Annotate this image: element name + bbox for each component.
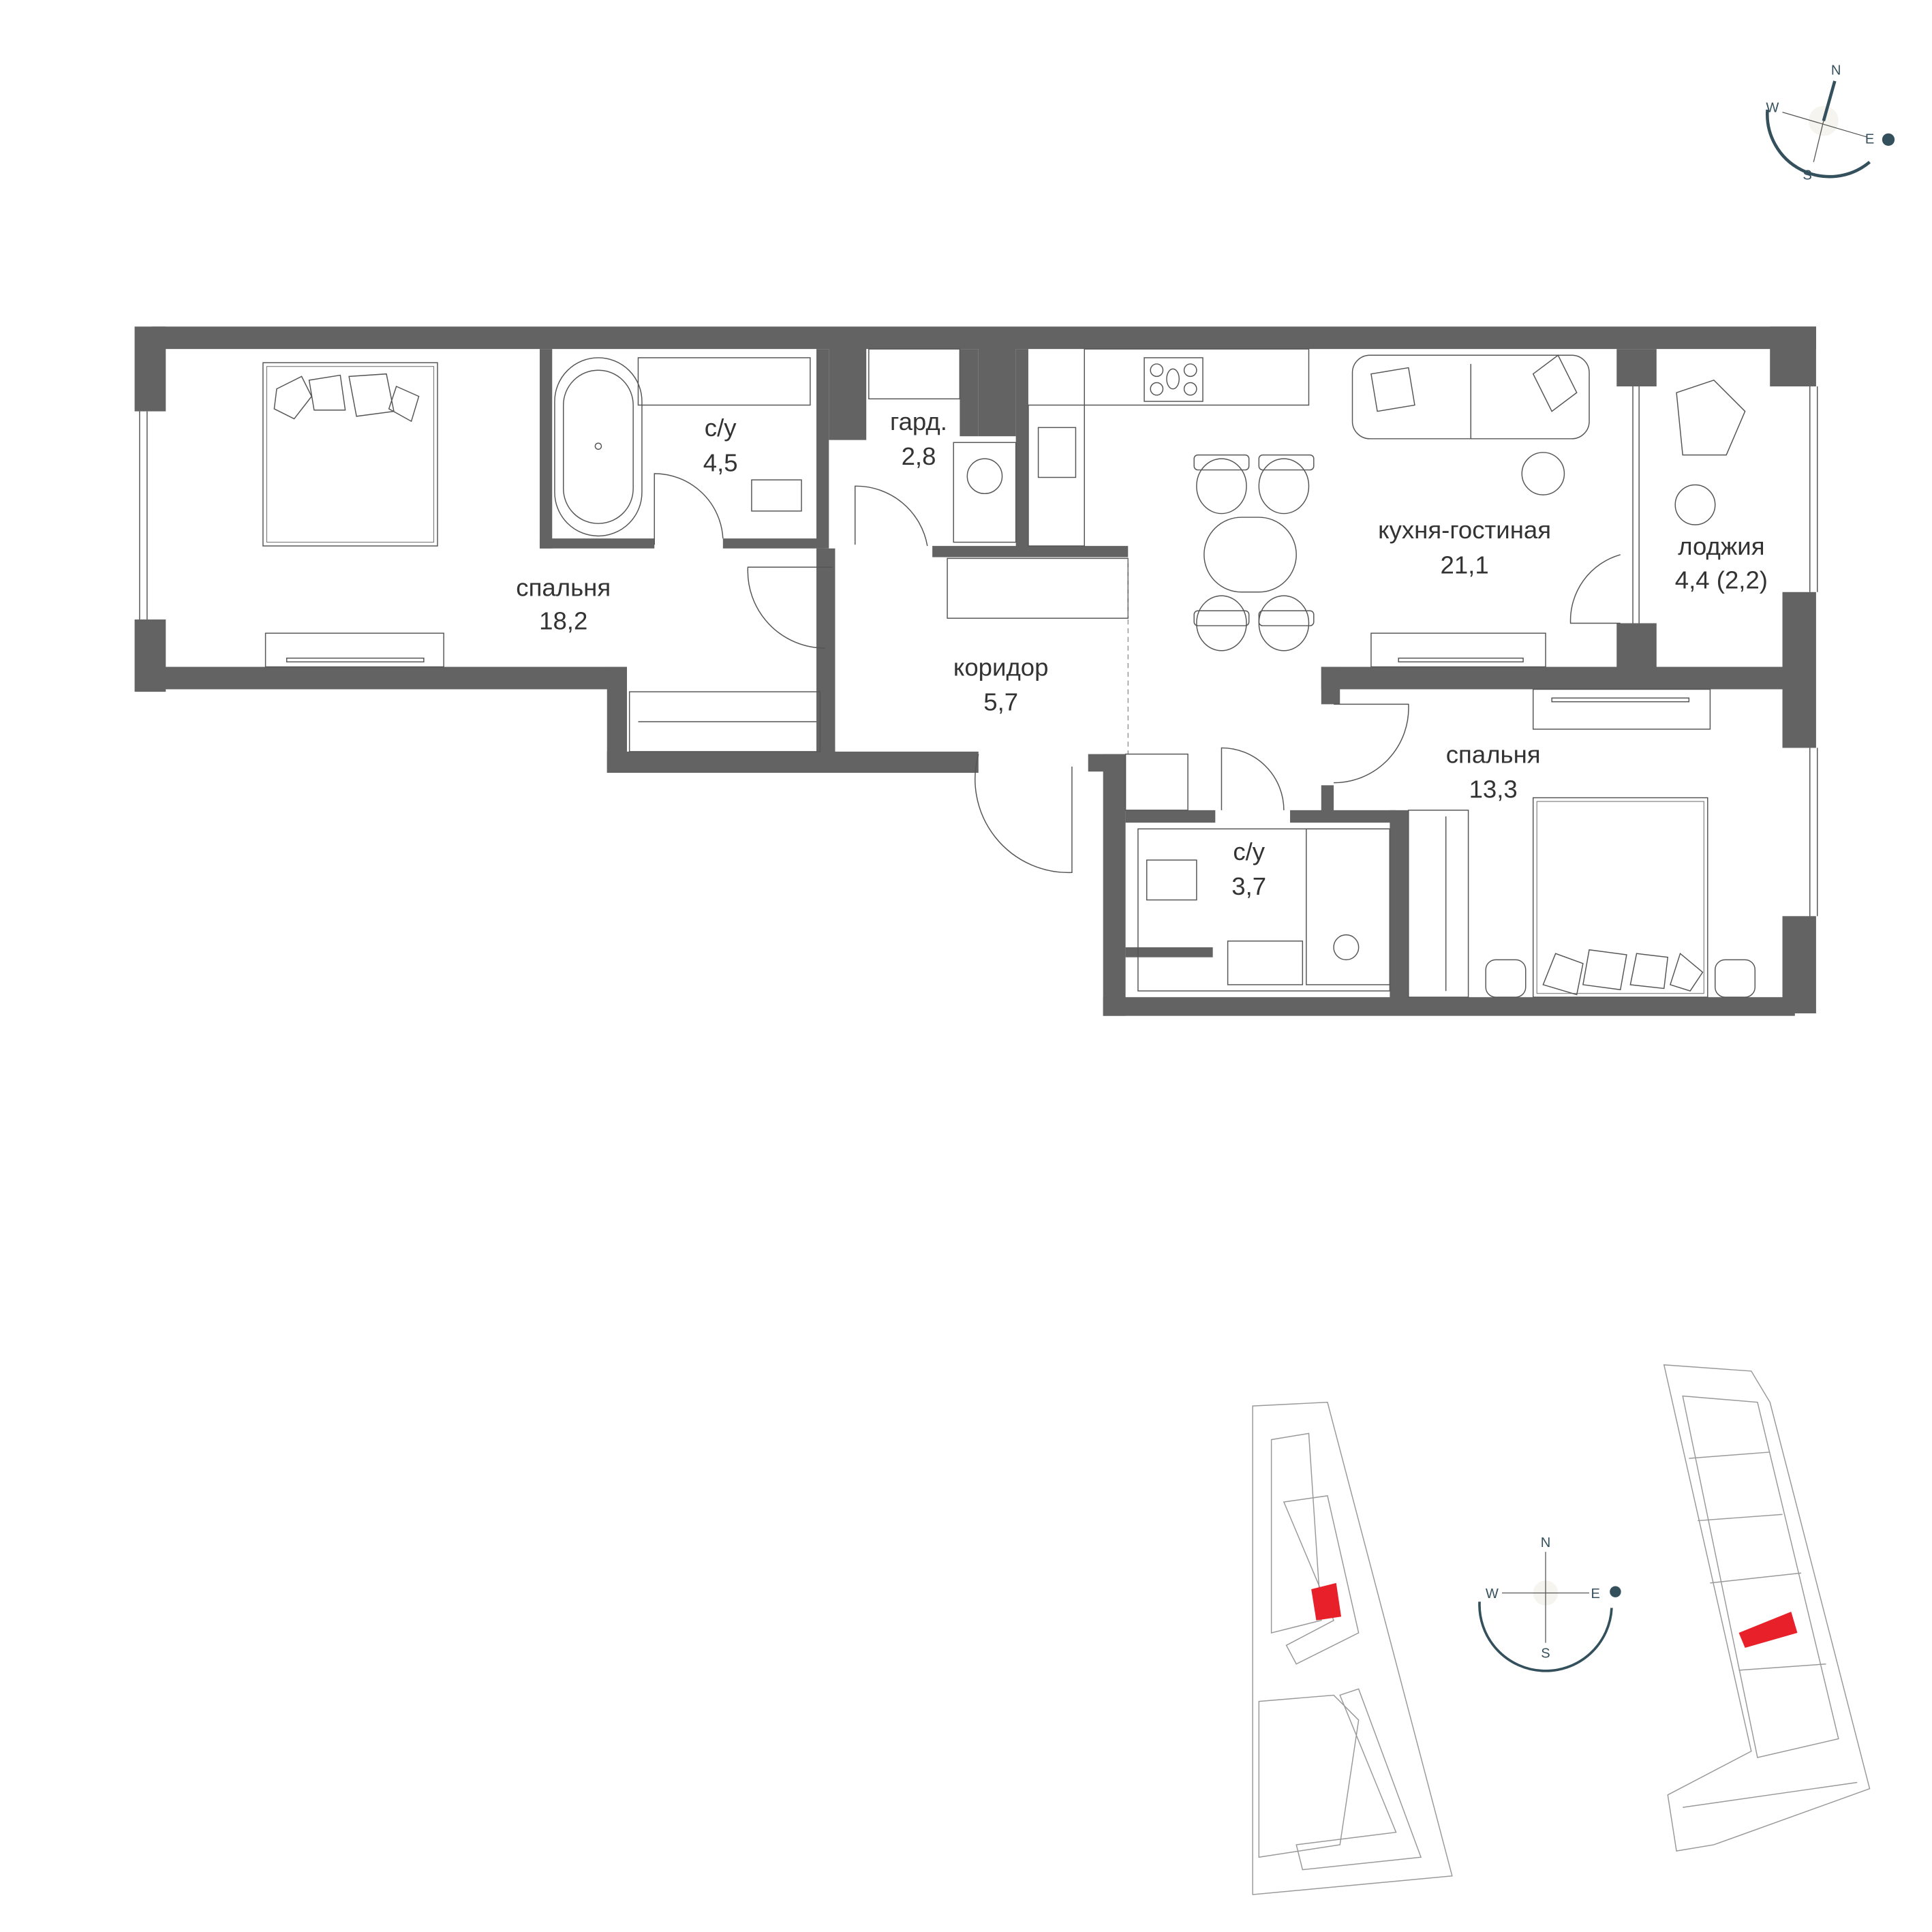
room-area: 3,7 — [1231, 872, 1266, 900]
nightstand-icon — [1715, 959, 1756, 998]
compass-s: S — [1803, 168, 1811, 183]
cooktop-icon — [1144, 357, 1203, 402]
wardrobe-icon — [1408, 810, 1469, 998]
bathtub-icon — [554, 357, 643, 537]
tv-icon — [286, 657, 425, 662]
site-plan-overview — [1252, 1401, 1453, 1895]
shelf-icon — [1124, 753, 1189, 811]
room-label-bathroom-1: с/у 4,5 — [703, 414, 738, 476]
tv-icon — [1551, 697, 1690, 703]
windows — [139, 386, 1818, 917]
room-name: с/у — [705, 414, 737, 442]
compass-e: E — [1865, 132, 1874, 147]
tv-icon — [1398, 657, 1524, 662]
room-name: лоджия — [1678, 532, 1764, 560]
room-area: 13,3 — [1469, 776, 1518, 803]
tv-stand-icon — [1370, 632, 1546, 668]
room-name: коридор — [953, 653, 1049, 681]
room-area: 4,4 (2,2) — [1675, 566, 1768, 594]
door-swing — [654, 473, 724, 545]
bed-icon — [262, 362, 438, 547]
sink-icon — [1227, 940, 1304, 985]
loggia-table-icon — [1674, 484, 1716, 525]
wardrobe-icon — [628, 691, 821, 752]
sofa-icon — [1351, 354, 1590, 440]
room-label-wardrobe: гард. 2,8 — [890, 408, 947, 470]
compass-w: W — [1766, 101, 1779, 116]
door-swing — [1221, 747, 1285, 810]
washing-machine-icon — [953, 442, 1017, 543]
compass-icon: N E S W — [1766, 63, 1895, 183]
side-table-icon — [1521, 452, 1565, 495]
compass-w: W — [1486, 1586, 1499, 1601]
apartment-highlight — [1311, 1582, 1342, 1621]
dresser-icon — [1532, 688, 1711, 730]
room-label-bedroom-1: спальня 18,2 — [516, 573, 611, 634]
compass-icon: N E S W — [1478, 1535, 1621, 1672]
room-name: кухня-гостиная — [1378, 516, 1551, 544]
room-label-bathroom-2: с/у 3,7 — [1231, 838, 1266, 900]
shower-icon — [1306, 828, 1391, 985]
door-swing — [854, 485, 928, 547]
kitchen-counter-icon — [1084, 348, 1310, 406]
compass-e: E — [1591, 1586, 1599, 1601]
room-name: спальня — [1446, 740, 1541, 768]
dresser-icon — [264, 632, 444, 668]
kitchen-sink-icon — [1037, 427, 1077, 478]
room-area: 5,7 — [983, 688, 1018, 716]
room-label-loggia: лоджия 4,4 (2,2) — [1675, 532, 1768, 594]
shelf-icon — [868, 348, 961, 400]
kitchen-side-counter — [1028, 404, 1085, 547]
armchair-icon — [1676, 380, 1746, 456]
door-swing — [747, 566, 833, 649]
toilet-icon — [1146, 859, 1197, 901]
toilet-icon — [751, 479, 802, 512]
room-area: 4,5 — [703, 448, 738, 476]
nightstand-icon — [1485, 959, 1527, 998]
compass-s: S — [1541, 1646, 1550, 1661]
room-label-bedroom-2: спальня 13,3 — [1446, 740, 1541, 803]
shower-drain-icon — [1333, 934, 1360, 961]
room-name: гард. — [890, 408, 947, 435]
walls — [134, 326, 1816, 1016]
room-name: спальня — [516, 573, 611, 601]
compass-n: N — [1831, 63, 1841, 78]
dining-table-icon — [1193, 454, 1315, 651]
room-area: 21,1 — [1441, 551, 1489, 579]
wardrobe-icon — [947, 557, 1129, 619]
room-name: с/у — [1233, 838, 1265, 865]
door-swing — [1334, 703, 1409, 784]
balcony-door-swing — [1569, 554, 1621, 624]
sink-counter-icon — [637, 357, 811, 406]
room-label-corridor: коридор 5,7 — [953, 653, 1049, 716]
apartment-highlight — [1738, 1611, 1798, 1648]
bed-icon — [1532, 797, 1708, 998]
drum-icon — [966, 458, 1003, 495]
room-area: 2,8 — [902, 442, 936, 470]
room-label-kitchen-living: кухня-гостиная 21,1 — [1378, 516, 1551, 579]
room-area: 18,2 — [539, 607, 587, 635]
entrance-door-swing — [975, 754, 1073, 874]
building-floor-plan — [1663, 1364, 1871, 1852]
compass-n: N — [1541, 1535, 1551, 1550]
